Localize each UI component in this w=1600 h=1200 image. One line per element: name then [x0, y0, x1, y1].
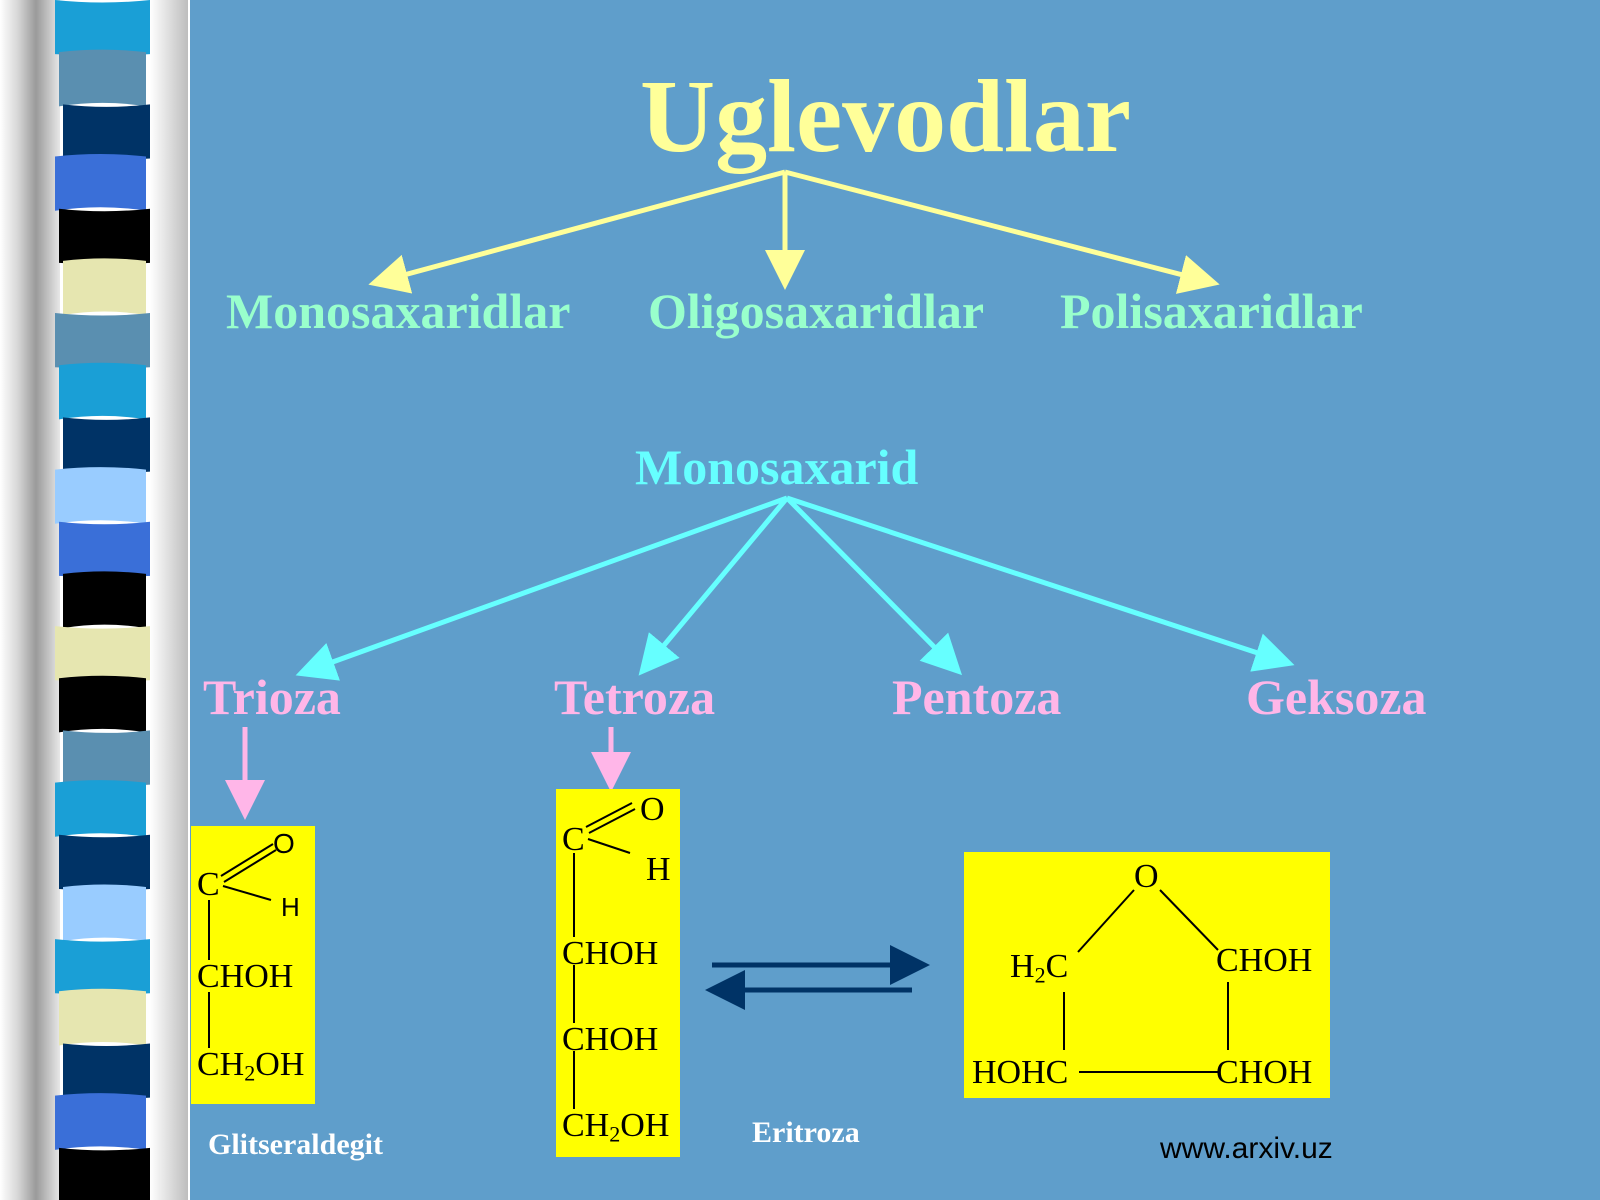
- arrow-to-pentoza: [785, 496, 963, 676]
- class-polisaxaridlar: Polisaxaridlar: [1060, 283, 1363, 339]
- eritroza-ch2oh: CH2OH: [562, 1107, 670, 1147]
- decorative-stripe-bar: [0, 0, 190, 1200]
- type-pentoza: Pentoza: [892, 669, 1062, 725]
- class-monosaxaridlar: Monosaxaridlar: [226, 283, 571, 339]
- ring-choh-top: CHOH: [1216, 942, 1313, 979]
- eritroza-choh-1: CHOH: [562, 935, 659, 972]
- ring-oxygen: O: [1134, 858, 1159, 895]
- glitseraldegit-formula-box: O C H CHOH CH2OH: [191, 826, 315, 1104]
- glitseraldegit-hydrogen: H: [281, 892, 300, 922]
- type-trioza: Trioza: [203, 669, 341, 725]
- arrow-to-trioza: [295, 495, 788, 681]
- furanoza-ring-box: O H2C CHOH HOHC CHOH: [964, 852, 1330, 1098]
- caption-glitseraldegit: Glitseraldegit: [208, 1128, 383, 1161]
- ring-choh-bottom: CHOH: [1216, 1054, 1313, 1091]
- glitseraldegit-bonds: [208, 843, 277, 1048]
- arrow-to-monosaxaridlar: [368, 169, 786, 294]
- eritroza-choh-2: CHOH: [562, 1021, 659, 1058]
- eritroza-bonds: [573, 802, 636, 1109]
- type-tetroza: Tetroza: [554, 669, 716, 725]
- glitseraldegit-chohrow: CHOH: [197, 958, 294, 995]
- arrow-to-geksoza: [786, 495, 1295, 672]
- eritroza-carbon: C: [562, 821, 585, 858]
- monosaxarid-heading: Monosaxarid: [635, 439, 919, 495]
- type-geksoza: Geksoza: [1246, 669, 1427, 725]
- eritroza-formula-box: O C H CHOH CHOH CH2OH: [556, 789, 680, 1157]
- ring-hohc: HOHC: [972, 1054, 1069, 1091]
- arrow-to-polisaxaridlar: [784, 169, 1220, 294]
- eritroza-hydrogen: H: [646, 851, 671, 888]
- glitseraldegit-carbon: C: [197, 866, 220, 903]
- page-title: Uglevodlar: [640, 59, 1132, 174]
- class-oligosaxaridlar: Oligosaxaridlar: [648, 283, 985, 339]
- ring-h2c: H2C: [1010, 948, 1069, 988]
- furanoza-ring-bonds: [1063, 889, 1229, 1073]
- caption-eritroza: Eritroza: [752, 1116, 860, 1149]
- arrow-to-tetroza: [638, 496, 789, 676]
- website-url: www.arxiv.uz: [1160, 1132, 1333, 1165]
- glitseraldegit-ch2oh: CH2OH: [197, 1046, 305, 1086]
- glitseraldegit-oxygen: O: [273, 828, 295, 859]
- eritroza-oxygen: O: [640, 791, 665, 828]
